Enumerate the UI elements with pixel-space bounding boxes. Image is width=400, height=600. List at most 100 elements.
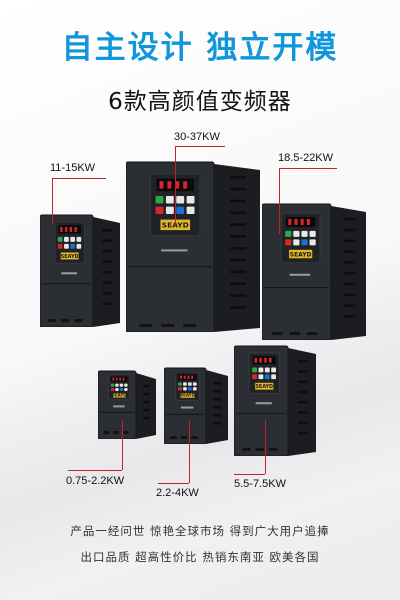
keypad-button xyxy=(176,206,185,215)
nameplate-strip xyxy=(113,405,125,408)
keypad-button xyxy=(285,230,292,237)
vent-slot xyxy=(102,260,112,263)
vent-slot xyxy=(230,306,247,309)
keypad-button xyxy=(301,239,308,246)
led-digit xyxy=(294,219,298,225)
brand-plate xyxy=(180,393,195,398)
keypad-button xyxy=(309,239,316,246)
keypad-button xyxy=(271,367,277,373)
leader-line-5-5-7-5kw xyxy=(265,420,266,474)
keypad-button xyxy=(178,382,182,386)
vent-slot xyxy=(297,390,308,394)
terminal-slit xyxy=(272,332,283,335)
leader-tick-30-37kw xyxy=(175,146,225,147)
brand-plate xyxy=(289,249,313,259)
keypad-button xyxy=(264,367,270,373)
nameplate-strip xyxy=(161,249,188,252)
brand-plate xyxy=(60,252,79,260)
vent-slot xyxy=(102,302,112,305)
power-label-18-5-22kw: 18.5-22KW xyxy=(278,152,334,164)
brand-text: SEAYD xyxy=(290,251,312,258)
headline: 自主设计 独立开模 xyxy=(61,30,339,66)
keypad-button xyxy=(192,387,197,391)
brand-text: SEAYD xyxy=(61,254,79,260)
led-digit xyxy=(259,357,262,363)
keypad-button xyxy=(155,196,164,204)
power-label-11-15kw: 11-15KW xyxy=(50,162,96,174)
inverter-drawing: SEAYD xyxy=(234,345,316,456)
nameplate-strip xyxy=(289,273,311,276)
inverter-drawing: SEAYD xyxy=(164,367,228,444)
keypad-button xyxy=(176,196,185,204)
vent-slot xyxy=(143,409,150,412)
vent-slot xyxy=(213,390,222,393)
inverter-drawing: SEAYD xyxy=(262,203,366,340)
leader-tick-11-15kw xyxy=(52,178,106,179)
keypad-button xyxy=(258,367,264,373)
inverter-0-75-2-2kw: SEAYD xyxy=(98,369,156,439)
footer-line-2: 出口品质 超高性价比 热销东南亚 欧美各国 xyxy=(80,550,320,564)
vent-slot xyxy=(343,315,356,318)
vent-slot xyxy=(343,293,356,297)
keypad-button xyxy=(271,374,277,380)
keypad-button xyxy=(165,196,174,204)
keypad-button xyxy=(64,236,69,242)
vent-slot xyxy=(343,250,356,253)
keypad-button xyxy=(165,206,174,215)
vent-slot xyxy=(213,382,222,385)
inverter-2-2-4kw: SEAYD xyxy=(164,366,228,444)
vent-slot xyxy=(230,176,247,179)
vent-slot xyxy=(230,282,247,285)
inverter-5-5-7-5kw: SEAYD xyxy=(234,344,316,456)
vent-slot xyxy=(230,294,247,297)
keypad-button xyxy=(155,206,164,215)
vent-slot xyxy=(102,281,112,284)
terminal-slit xyxy=(170,436,177,439)
terminal-slit xyxy=(113,431,119,434)
side-panel xyxy=(136,373,156,439)
vent-slot xyxy=(102,292,112,295)
vent-slot xyxy=(213,398,222,401)
vent-slot xyxy=(213,406,222,409)
vent-slot xyxy=(297,421,308,424)
led-digit xyxy=(74,227,77,232)
keypad-button xyxy=(178,387,182,391)
led-digit xyxy=(175,181,180,189)
terminal-slit xyxy=(180,436,188,439)
led-digit xyxy=(306,219,310,225)
keypad-button xyxy=(119,387,124,391)
led-digit xyxy=(64,227,68,232)
keypad-button xyxy=(293,239,300,246)
vent-slot xyxy=(343,228,356,232)
subheadline: 6款高颜值变频器 xyxy=(108,89,292,115)
keypad-button xyxy=(124,383,128,387)
led-digit xyxy=(119,377,121,381)
keypad-button xyxy=(57,236,63,242)
leader-tick-2-2-4kw xyxy=(158,483,189,484)
led-digit xyxy=(115,377,118,381)
led-digit xyxy=(187,375,190,379)
vent-slot xyxy=(230,235,247,238)
vent-slot xyxy=(230,199,247,203)
terminal-slit xyxy=(183,324,197,327)
keypad-button xyxy=(70,236,76,242)
vent-slot xyxy=(297,411,308,414)
led-digit xyxy=(269,357,272,363)
vent-slot xyxy=(230,270,247,274)
terminal-slit xyxy=(74,319,83,322)
keypad-button xyxy=(264,374,270,380)
vent-slot xyxy=(297,431,308,435)
vent-slot xyxy=(102,271,112,274)
brand-text: SEAYD xyxy=(112,393,127,398)
keypad-button xyxy=(119,383,124,387)
power-label-5-5-7-5kw: 5.5-7.5KW xyxy=(234,478,286,490)
keypad-button xyxy=(285,239,292,246)
led-digit xyxy=(300,219,304,225)
terminal-slit xyxy=(255,448,264,451)
vent-slot xyxy=(143,417,150,420)
inverter-11-15kw: SEAYD xyxy=(40,213,120,327)
inverter-18-5-22kw: SEAYD xyxy=(262,202,366,340)
keypad-button xyxy=(115,383,119,387)
vent-slot xyxy=(297,370,308,373)
keypad-button xyxy=(124,387,128,391)
